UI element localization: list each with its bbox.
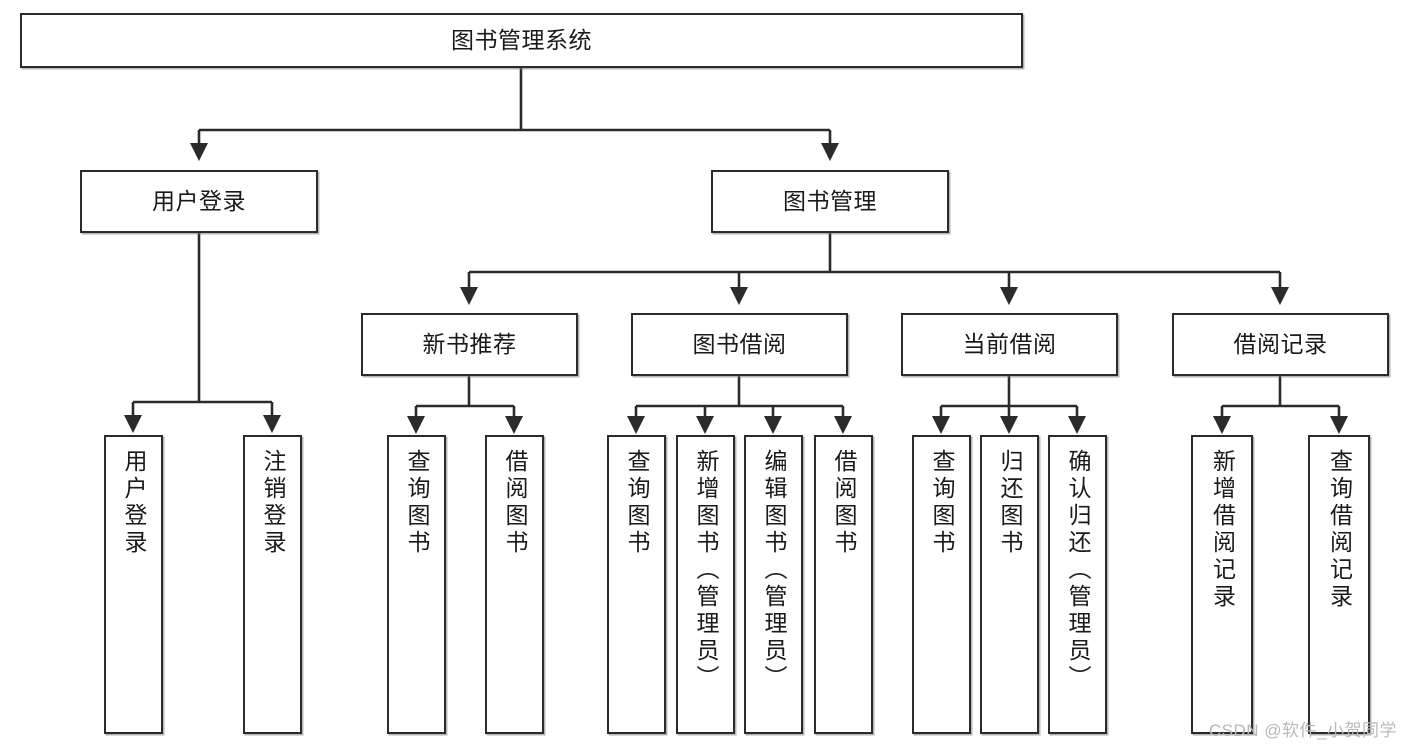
leaf-user-login-login[interactable]: 用户登录 <box>104 435 163 734</box>
leaf-user-login-logout[interactable]: 注销登录 <box>243 435 302 734</box>
node-label: 借阅图书 <box>831 449 857 557</box>
node-label: 借阅记录 <box>1233 330 1328 357</box>
node-label: 用户登录 <box>121 449 147 557</box>
node-label: 注销登录 <box>260 449 286 557</box>
leaf-book-borrow-add-book-admin[interactable]: 新增图书（管理员） <box>676 435 735 734</box>
node-label: 借阅图书 <box>502 449 528 557</box>
node-label: 查询图书 <box>404 449 430 557</box>
leaf-new-book-borrow-book[interactable]: 借阅图书 <box>485 435 544 734</box>
node-label: 图书管理 <box>783 187 877 214</box>
node-label: 新增图书（管理员） <box>693 449 719 692</box>
leaf-book-borrow-query-book[interactable]: 查询图书 <box>607 435 666 734</box>
node-label: 当前借阅 <box>962 330 1057 357</box>
leaf-current-borrow-query-book[interactable]: 查询图书 <box>912 435 971 734</box>
node-label: 用户登录 <box>152 187 246 214</box>
node-label: 查询借阅记录 <box>1326 449 1353 611</box>
leaf-book-borrow-borrow-book[interactable]: 借阅图书 <box>814 435 873 734</box>
leaf-current-borrow-confirm-return-admin[interactable]: 确认归还（管理员） <box>1048 435 1107 734</box>
leaf-borrow-record-query-record[interactable]: 查询借阅记录 <box>1308 435 1370 734</box>
node-new-book-recommend[interactable]: 新书推荐 <box>361 313 578 376</box>
node-label: 确认归还（管理员） <box>1065 449 1091 692</box>
node-label: 新书推荐 <box>422 330 517 357</box>
leaf-new-book-query-book[interactable]: 查询图书 <box>387 435 446 734</box>
node-root-book-management-system[interactable]: 图书管理系统 <box>20 13 1023 68</box>
node-current-borrow[interactable]: 当前借阅 <box>901 313 1118 376</box>
node-borrow-record[interactable]: 借阅记录 <box>1172 313 1389 376</box>
node-book-management[interactable]: 图书管理 <box>711 170 949 233</box>
node-label: 图书借阅 <box>692 330 787 357</box>
node-label: 查询图书 <box>929 449 955 557</box>
leaf-borrow-record-add-record[interactable]: 新增借阅记录 <box>1191 435 1253 734</box>
node-book-borrow[interactable]: 图书借阅 <box>631 313 848 376</box>
node-label: 编辑图书（管理员） <box>761 449 787 692</box>
node-label: 归还图书 <box>997 449 1023 557</box>
node-user-login[interactable]: 用户登录 <box>80 170 318 233</box>
node-label: 查询图书 <box>624 449 650 557</box>
leaf-current-borrow-return-book[interactable]: 归还图书 <box>980 435 1039 734</box>
leaf-book-borrow-edit-book-admin[interactable]: 编辑图书（管理员） <box>744 435 803 734</box>
csdn-watermark: CSDN @软件_小贺同学 <box>1208 721 1397 740</box>
node-label: 新增借阅记录 <box>1209 449 1236 611</box>
node-label: 图书管理系统 <box>451 26 592 53</box>
